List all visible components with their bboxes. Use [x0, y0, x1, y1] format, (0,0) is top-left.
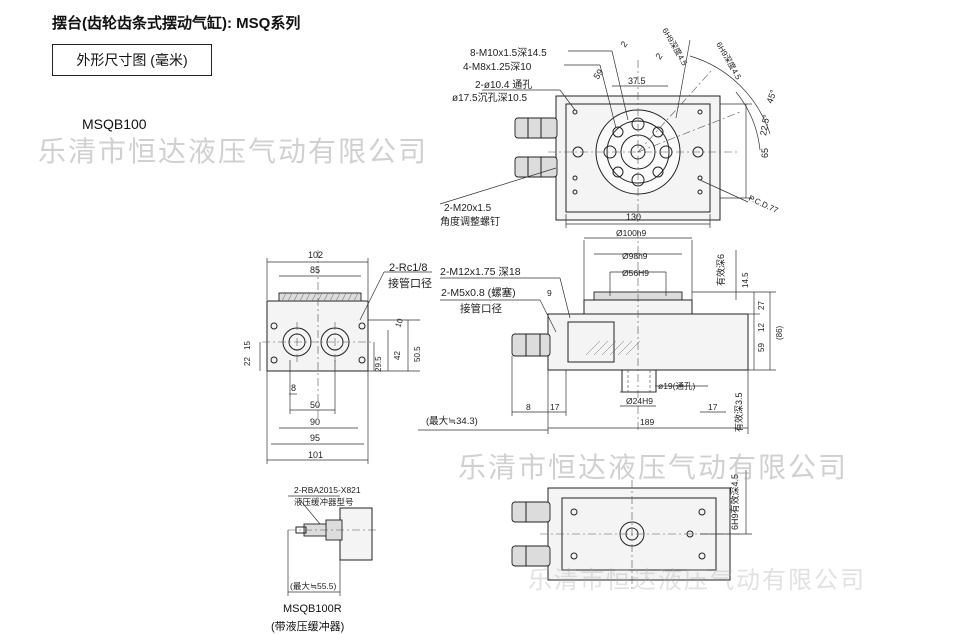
dim-top-6h9-a: 6H9深度4.5: [660, 26, 690, 68]
callout-damper-type: 液压缓冲器型号: [294, 497, 354, 507]
dim-top-2a: 2: [618, 39, 629, 49]
left-body: [266, 300, 369, 372]
page-title: 摆台(齿轮齿条式摆动气缸): MSQ系列: [52, 15, 301, 32]
dim-front-d98: Ø98h9: [622, 251, 648, 261]
dim-top-pcd: P.C.D.77: [747, 194, 780, 216]
dim-left-85: 85: [310, 265, 320, 275]
dim-left-50: 50: [310, 400, 320, 410]
dim-front-12: 12: [757, 323, 766, 332]
callout-bolt-holes: 8-M10x1.5深14.5: [470, 47, 547, 59]
bottom-view: 6H9有效深4.5: [511, 470, 752, 590]
dim-front-59: 59: [757, 343, 766, 352]
dim-front-86: (86): [775, 325, 784, 340]
dim-top-2b: 2: [653, 51, 664, 61]
dim-front-depth3-5: 有效深3.5: [733, 392, 744, 432]
callout-thread-holes: 4-M8x1.25深10: [463, 61, 532, 73]
dim-front-14-5: 14.5: [741, 272, 750, 288]
dim-front-17a: 17: [550, 402, 560, 412]
dim-left-90: 90: [310, 417, 320, 427]
dim-damper-max: (最大≒55.5): [290, 581, 337, 591]
callout-adjust-screw-note: 角度调整螺钉: [440, 215, 500, 228]
dim-front-d100: Ø100h9: [616, 228, 647, 238]
dim-left-22: 22: [243, 357, 252, 366]
callout-front-port: 接管口径: [460, 302, 502, 315]
dim-front-189: 189: [640, 417, 654, 427]
callout-m5-plug: 2-M5x0.8 (螺塞): [441, 286, 516, 299]
front-body: [547, 313, 749, 371]
callout-counterbore: ø17.5沉孔深10.5: [452, 91, 527, 104]
damper-body: [339, 507, 373, 561]
subtitle-box: 外形尺寸图 (毫米): [52, 44, 212, 76]
callout-max-34: (最大≒34.3): [426, 415, 478, 427]
watermark: 乐清市恒达液压气动有限公司: [528, 567, 866, 594]
dim-left-8: 8: [291, 383, 296, 393]
dim-bottom-6h9: 6H9有效深4.5: [729, 474, 740, 530]
dim-left-102: 102: [308, 250, 323, 260]
callout-m12-thread: 2-M12x1.75 深18: [440, 266, 521, 278]
callout-damper-model: 2-RBA2015-X821: [294, 485, 361, 495]
dim-top-37-5: 37.5: [628, 76, 646, 86]
dim-left-10: 10: [393, 317, 405, 329]
dim-left-101: 101: [308, 450, 323, 460]
dim-left-50-5: 50.5: [413, 346, 422, 362]
damper-view: 2-RBA2015-X821 液压缓冲器型号 (最大≒55.5): [287, 485, 378, 596]
dim-front-d24: Ø24H9: [626, 396, 653, 406]
dim-top-45deg: 45°: [764, 88, 778, 105]
damper-model-caption: MSQB100R: [283, 603, 342, 615]
dim-front-17b: 17: [708, 402, 718, 412]
dim-front-d56: Ø56H9: [622, 268, 649, 278]
dim-top-22-5deg: 22.5°: [758, 113, 772, 136]
dim-front-8: 8: [526, 402, 531, 412]
callout-adjust-screw: 2-M20x1.5: [444, 203, 492, 214]
callout-rc-port: 2-Rc1/8: [389, 262, 428, 274]
damper-note-caption: (带液压缓冲器): [271, 621, 345, 633]
front-view: 2-M12x1.75 深18 2-M5x0.8 (螺塞) 接管口径 ø19(通孔…: [418, 228, 784, 434]
dim-left-42: 42: [393, 351, 402, 360]
dim-top-59: 59: [591, 67, 605, 81]
dim-top-65: 65: [760, 148, 770, 158]
dim-front-27: 27: [757, 301, 766, 310]
dim-left-95: 95: [310, 433, 320, 443]
dim-front-depth6: 有效深6: [715, 254, 726, 286]
callout-port-size: 接管口径: [388, 276, 432, 290]
watermark: 乐清市恒达液压气动有限公司: [458, 452, 849, 483]
dim-front-9: 9: [547, 288, 552, 298]
dim-top-130: 130: [626, 212, 641, 222]
top-view: 8-M10x1.5深14.5 4-M8x1.25深10 2-ø10.4 通孔 ø…: [439, 26, 780, 228]
model-label: MSQB100: [82, 116, 147, 132]
dim-left-29-5: 29.5: [374, 356, 383, 372]
watermark: 乐清市恒达液压气动有限公司: [38, 136, 429, 167]
dim-top-6h9-b: 6H9深度4.5: [714, 40, 744, 82]
left-side-view: 2-Rc1/8 接管口径 102 85 10 22 15 29.5 42 50.…: [243, 250, 432, 464]
callout-through-19: ø19(通孔): [658, 381, 695, 391]
dim-left-15: 15: [243, 341, 252, 350]
callout-through-hole: 2-ø10.4 通孔: [475, 79, 532, 91]
